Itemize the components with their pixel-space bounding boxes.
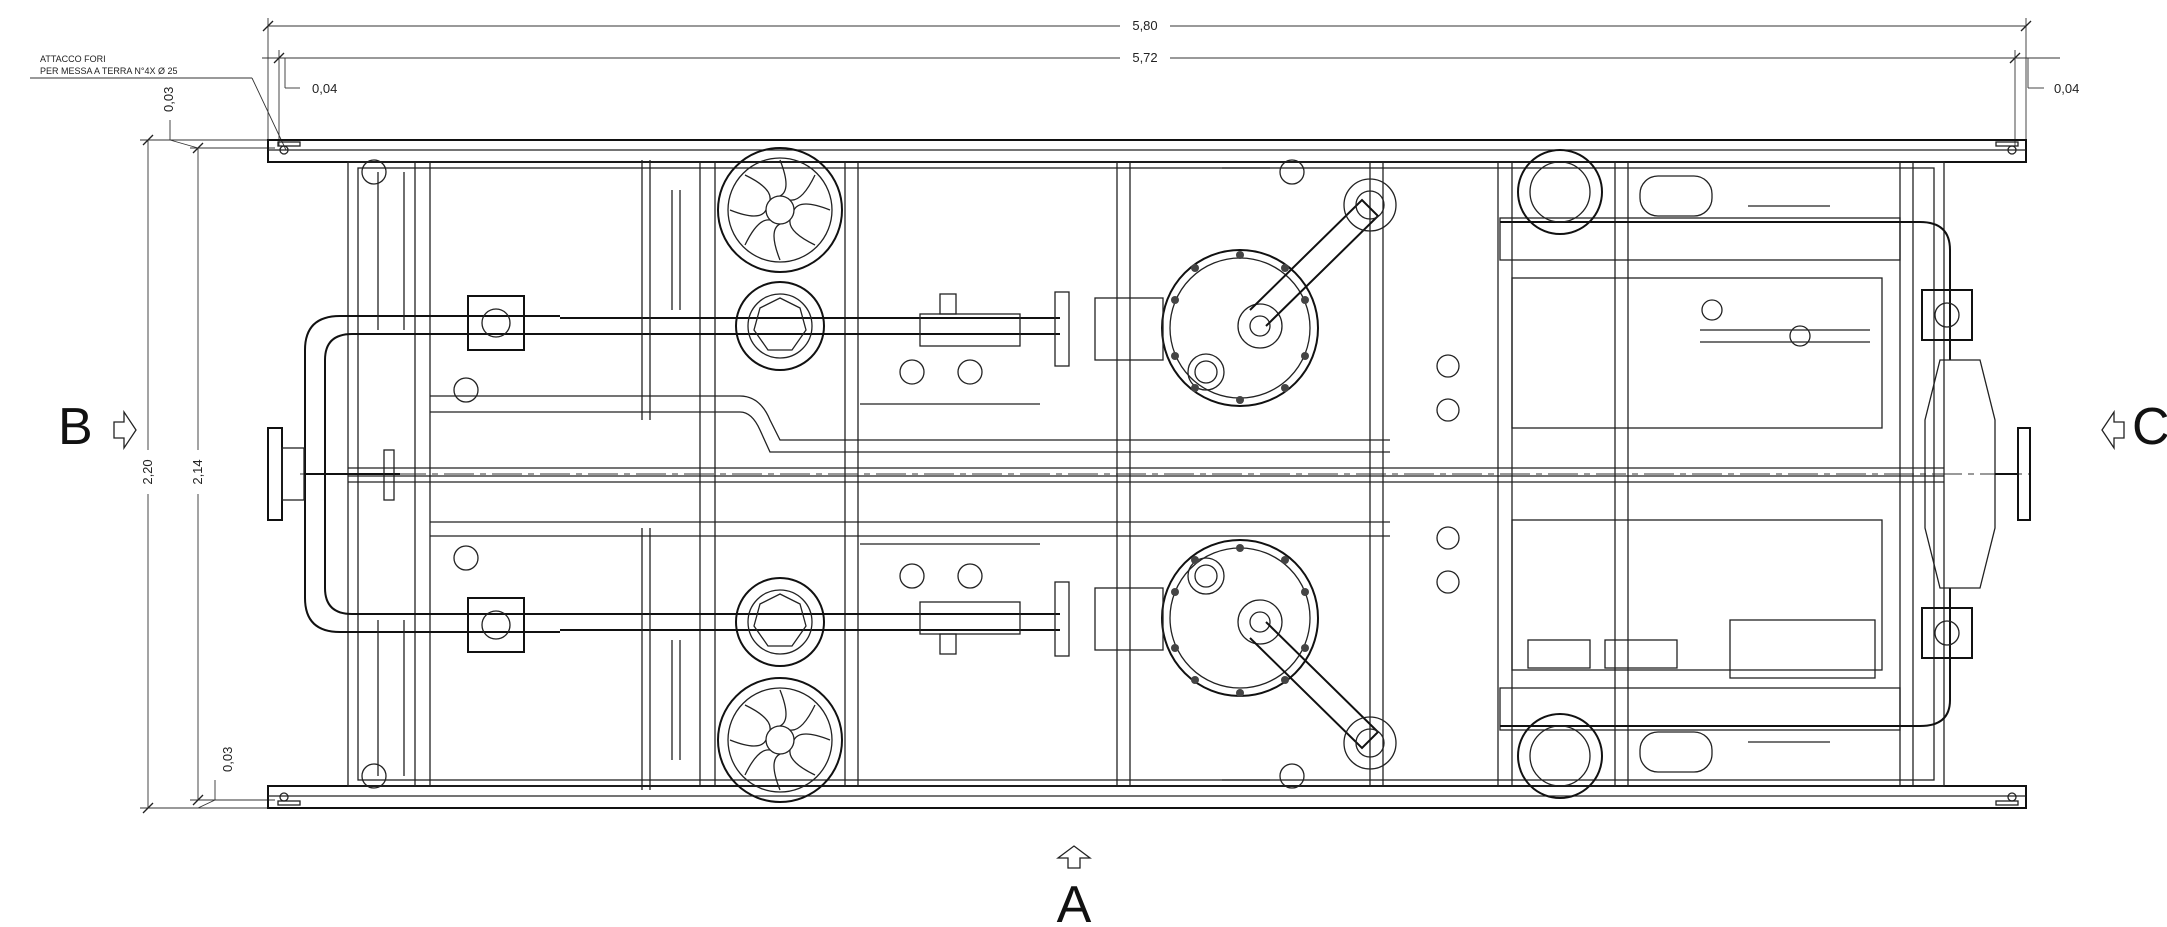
dimension-inner-length: 5,72 [262, 50, 2060, 146]
note-line-2: PER MESSA A TERRA N°4X Ø 25 [40, 66, 178, 76]
view-marker-c: C [2101, 398, 2167, 456]
instrument-lines [377, 160, 1870, 790]
flanged-meters [1517, 149, 1876, 799]
main-headers [267, 221, 2031, 727]
center-beams [300, 217, 2030, 731]
view-marker-b: B [58, 398, 137, 456]
regulator-bottom [919, 539, 1397, 770]
dimension-overall-width: 2,20 [140, 134, 275, 814]
dimension-overall-length: 5,80 [262, 18, 2032, 146]
ball-valves [361, 159, 1973, 789]
dimension-offset-left: 0,04 [284, 58, 337, 96]
regulator-top [919, 178, 1397, 407]
dimension-label-rail-bottom: 0,03 [220, 747, 235, 772]
view-label-c: C [2132, 398, 2167, 456]
view-label-b: B [58, 398, 93, 456]
note-line-1: ATTACCO FORI [40, 54, 106, 64]
dimension-offset-right: 0,04 [2027, 58, 2079, 96]
dimension-label-left-0-04: 0,04 [312, 81, 337, 96]
dimension-label-2-20: 2,20 [140, 459, 155, 484]
dimension-rail-top: 0,03 [161, 87, 199, 149]
dimension-label-5-80: 5,80 [1132, 18, 1157, 33]
filter-bottom [717, 577, 843, 803]
view-marker-a: A [1056, 845, 1092, 927]
grounding-note: ATTACCO FORI PER MESSA A TERRA N°4X Ø 25 [30, 54, 287, 151]
dimension-label-rail-top: 0,03 [161, 87, 176, 112]
dimension-rail-bottom: 0,03 [197, 747, 235, 809]
dimension-label-5-72: 5,72 [1132, 50, 1157, 65]
filter-top [717, 147, 843, 371]
dimension-label-2-14: 2,14 [190, 459, 205, 484]
dimension-label-right-0-04: 0,04 [2054, 81, 2079, 96]
dimension-inner-width: 2,14 [190, 142, 275, 806]
view-label-a: A [1057, 876, 1092, 927]
